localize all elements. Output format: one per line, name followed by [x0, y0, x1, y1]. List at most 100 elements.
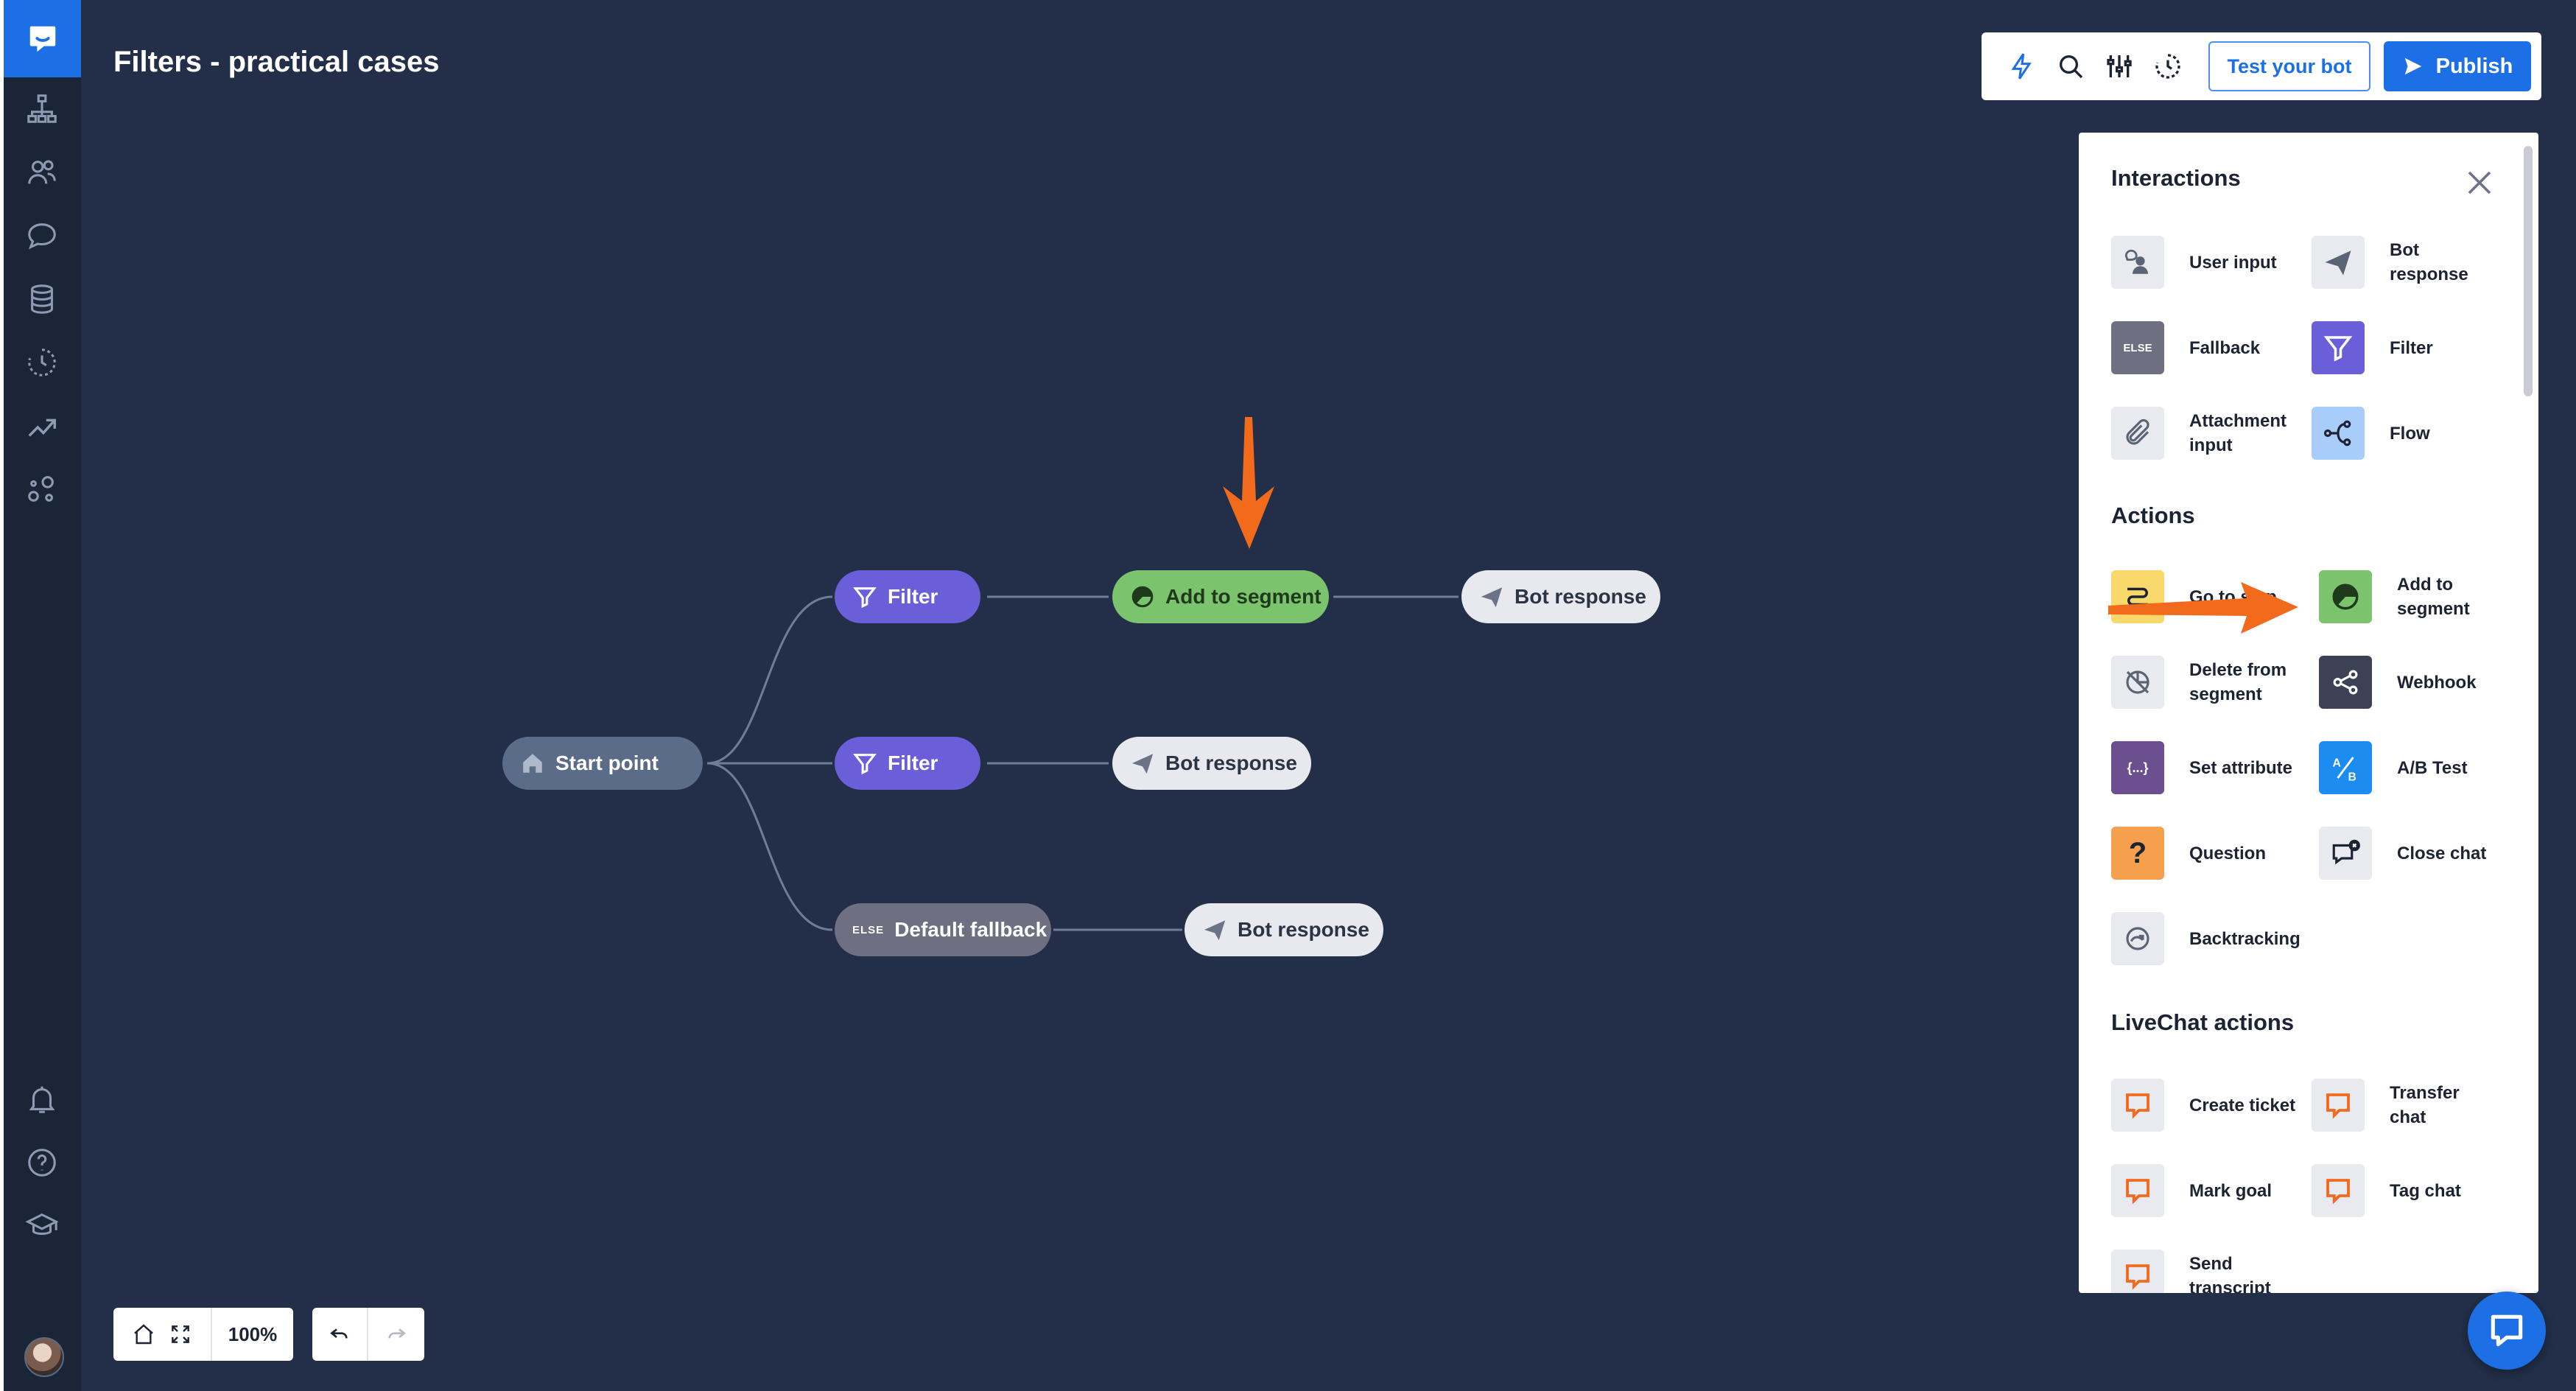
add-to-segment-node[interactable]: Add to segment [1112, 570, 1329, 623]
livechat-icon [2312, 1079, 2365, 1132]
node-label: Bot response [1238, 918, 1369, 941]
action-close-chat[interactable]: Close chat [2319, 824, 2518, 883]
start-point-node[interactable]: Start point [502, 737, 703, 790]
item-label: Add to segment [2397, 575, 2470, 619]
interaction-attachment-input[interactable]: Attachment input [2111, 404, 2310, 463]
zoom-value: 100% [228, 1322, 278, 1345]
stories-icon[interactable] [20, 87, 64, 131]
academy-icon[interactable] [20, 1204, 64, 1248]
item-label: Set attribute [2189, 757, 2293, 778]
top-toolbar: Test your bot Publish [1982, 32, 2541, 100]
action-set-attribute[interactable]: {...} Set attribute [2111, 738, 2310, 797]
item-label: Question [2189, 843, 2267, 863]
chats-icon[interactable] [20, 214, 64, 258]
node-label: Start point [555, 751, 659, 774]
publish-button[interactable]: Publish [2384, 41, 2531, 91]
app-logo-icon[interactable] [4, 0, 81, 77]
redo-button[interactable] [368, 1308, 424, 1361]
paper-plane-icon [1204, 920, 1226, 941]
zoom-level[interactable]: 100% [212, 1308, 293, 1361]
interaction-fallback[interactable]: ELSE Fallback [2111, 318, 2310, 377]
action-delete-from-segment[interactable]: Delete from segment [2111, 653, 2310, 712]
paperclip-icon [2111, 407, 2164, 460]
home-icon [523, 754, 542, 773]
livechat-create-ticket[interactable]: Create ticket [2111, 1076, 2310, 1135]
braces-icon: {...} [2111, 741, 2164, 794]
livechat-icon [2111, 1250, 2164, 1293]
reports-icon[interactable] [20, 404, 64, 448]
item-label: Tag chat [2390, 1180, 2461, 1201]
notifications-icon[interactable] [20, 1077, 64, 1121]
interaction-bot-response[interactable]: Bot response [2312, 233, 2510, 292]
publish-label: Publish [2435, 54, 2513, 78]
item-label: Webhook [2397, 672, 2477, 693]
chat-widget-button[interactable] [2468, 1292, 2546, 1370]
undo-button[interactable] [312, 1308, 368, 1361]
filter-node[interactable]: Filter [835, 570, 980, 623]
livechat-mark-goal[interactable]: Mark goal [2111, 1161, 2310, 1220]
bot-response-node[interactable]: Bot response [1461, 570, 1660, 623]
action-backtracking[interactable]: Backtracking [2111, 909, 2310, 968]
paper-plane-icon [1131, 754, 1154, 774]
item-label: Mark goal [2189, 1180, 2273, 1201]
filter-icon [2312, 321, 2365, 374]
fit-screen-icon[interactable] [169, 1322, 192, 1346]
bot-response-node[interactable]: Bot response [1112, 737, 1311, 790]
search-icon[interactable] [2046, 42, 2095, 91]
close-chat-icon [2319, 827, 2372, 880]
left-sidebar [0, 0, 81, 1391]
action-question[interactable]: ? Question [2111, 824, 2310, 883]
default-fallback-node[interactable]: ELSE Default fallback [835, 903, 1051, 956]
home-and-fit-group [113, 1308, 212, 1361]
node-label: Filter [888, 751, 938, 774]
webhook-icon [2319, 656, 2372, 709]
history-controls [312, 1308, 424, 1361]
panel-scrollbar[interactable] [2524, 146, 2533, 396]
interaction-user-input[interactable]: User input [2111, 233, 2310, 292]
audience-icon[interactable] [20, 150, 64, 195]
page-title: Filters - practical cases [113, 46, 440, 78]
question-icon: ? [2111, 827, 2164, 880]
database-icon[interactable] [20, 277, 64, 321]
bot-response-node[interactable]: Bot response [1185, 903, 1383, 956]
filter-icon [853, 587, 877, 609]
filter-node[interactable]: Filter [835, 737, 980, 790]
livechat-tag-chat[interactable]: Tag chat [2312, 1161, 2510, 1220]
integrations-icon[interactable] [20, 467, 64, 511]
item-label: Close chat [2397, 843, 2487, 863]
goto-icon [2111, 570, 2164, 623]
svg-text:A: A [2333, 757, 2341, 769]
close-icon[interactable] [2462, 165, 2497, 200]
history-icon[interactable] [2144, 42, 2192, 91]
interaction-filter[interactable]: Filter [2312, 318, 2510, 377]
paper-plane-icon [2312, 236, 2365, 289]
home-icon[interactable] [132, 1322, 155, 1346]
flow-icon [2312, 407, 2365, 460]
action-add-to-segment[interactable]: Add to segment [2319, 567, 2518, 626]
item-label: Delete from segment [2189, 660, 2287, 704]
history-icon[interactable] [20, 340, 64, 385]
canvas-view-controls: 100% [113, 1308, 293, 1361]
settings-sliders-icon[interactable] [2095, 42, 2144, 91]
livechat-transfer-chat[interactable]: Transfer chat [2312, 1076, 2510, 1135]
help-icon[interactable] [20, 1141, 64, 1185]
action-webhook[interactable]: Webhook [2319, 653, 2518, 712]
pie-icon [1131, 586, 1154, 608]
interactions-panel: Interactions User input Bot response ELS… [2079, 133, 2538, 1293]
item-label: Transfer chat [2390, 1083, 2460, 1127]
node-label: Filter [888, 585, 938, 608]
delete-segment-icon [2111, 656, 2164, 709]
interaction-flow[interactable]: Flow [2312, 404, 2510, 463]
user-avatar[interactable] [24, 1337, 64, 1377]
livechat-send-transcript[interactable]: Send transcript [2111, 1247, 2310, 1293]
lightning-icon[interactable] [1998, 42, 2046, 91]
user-input-icon [2111, 236, 2164, 289]
node-label: Bot response [1515, 585, 1646, 608]
item-label: Go to step [2189, 586, 2277, 607]
test-your-bot-button[interactable]: Test your bot [2208, 41, 2370, 91]
interactions-title: Interactions [2111, 165, 2241, 191]
action-go-to-step[interactable]: Go to step [2111, 567, 2310, 626]
filter-icon [853, 754, 877, 775]
